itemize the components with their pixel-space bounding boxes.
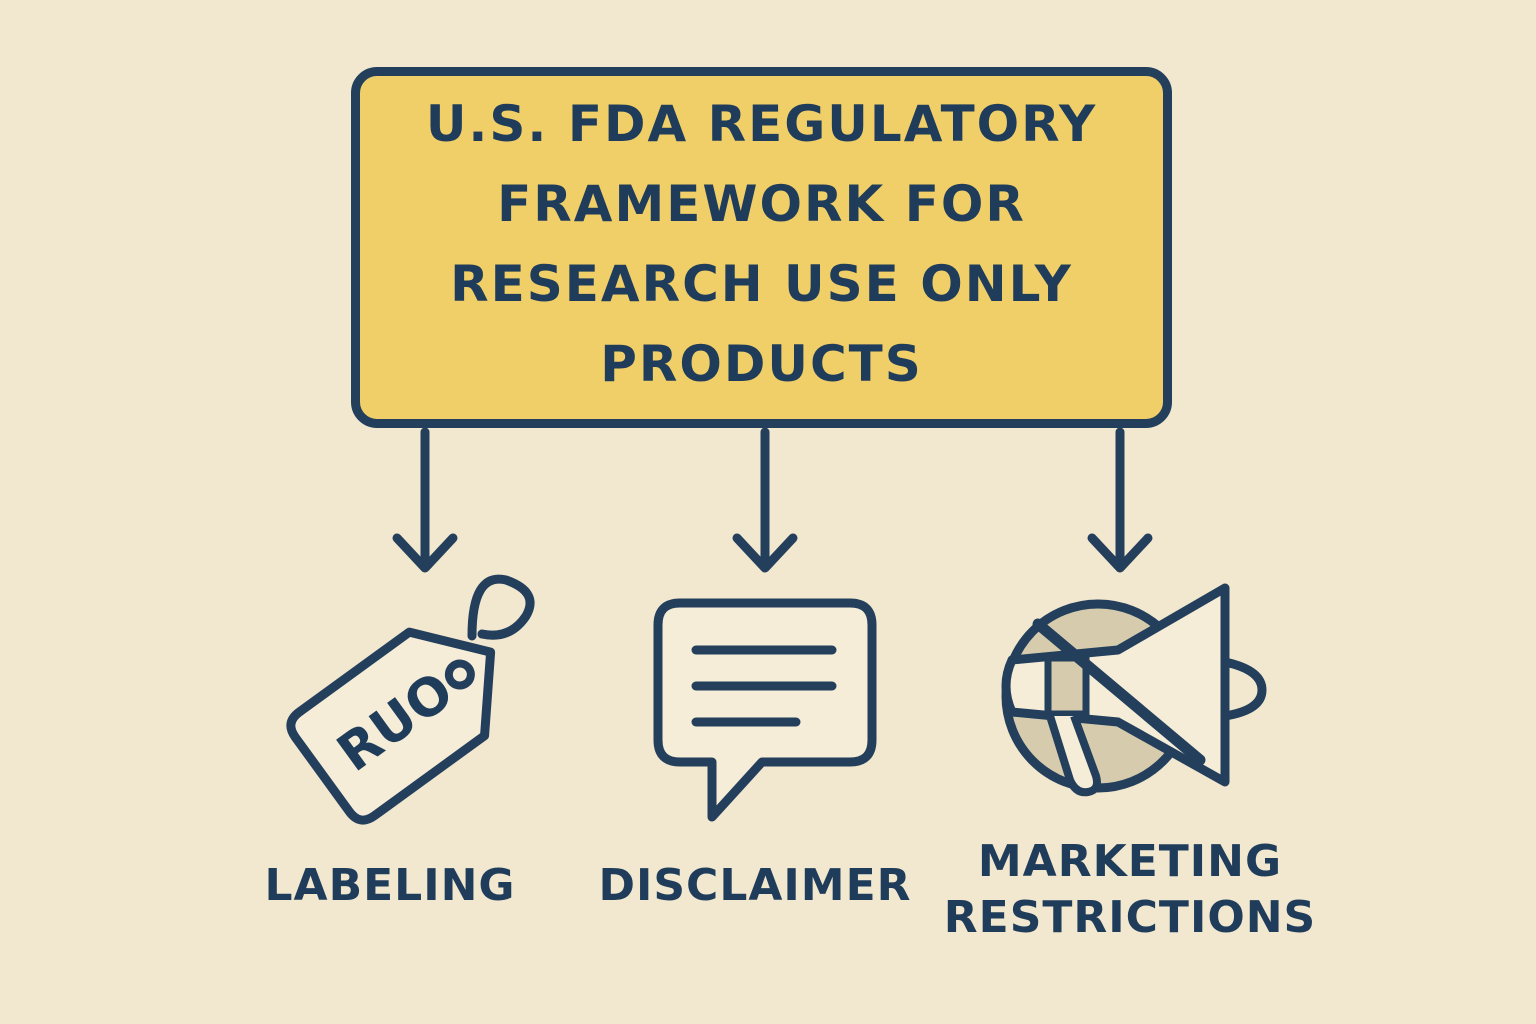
labeling-label: LABELING bbox=[264, 860, 516, 911]
title-box: U.S. FDA REGULATORY FRAMEWORK FOR RESEAR… bbox=[351, 67, 1172, 428]
speech-bubble-icon bbox=[653, 598, 877, 822]
arrow-to-marketing bbox=[1087, 427, 1153, 573]
ruo-tag-icon: RUO bbox=[286, 574, 535, 825]
arrow-to-disclaimer bbox=[732, 427, 798, 573]
marketing-restrictions-label: MARKETING RESTRICTIONS bbox=[943, 836, 1317, 943]
arrow-to-labeling bbox=[392, 427, 458, 573]
no-megaphone-icon bbox=[1001, 583, 1267, 797]
disclaimer-label: DISCLAIMER bbox=[598, 860, 912, 911]
diagram-title: U.S. FDA REGULATORY FRAMEWORK FOR RESEAR… bbox=[425, 94, 1098, 393]
